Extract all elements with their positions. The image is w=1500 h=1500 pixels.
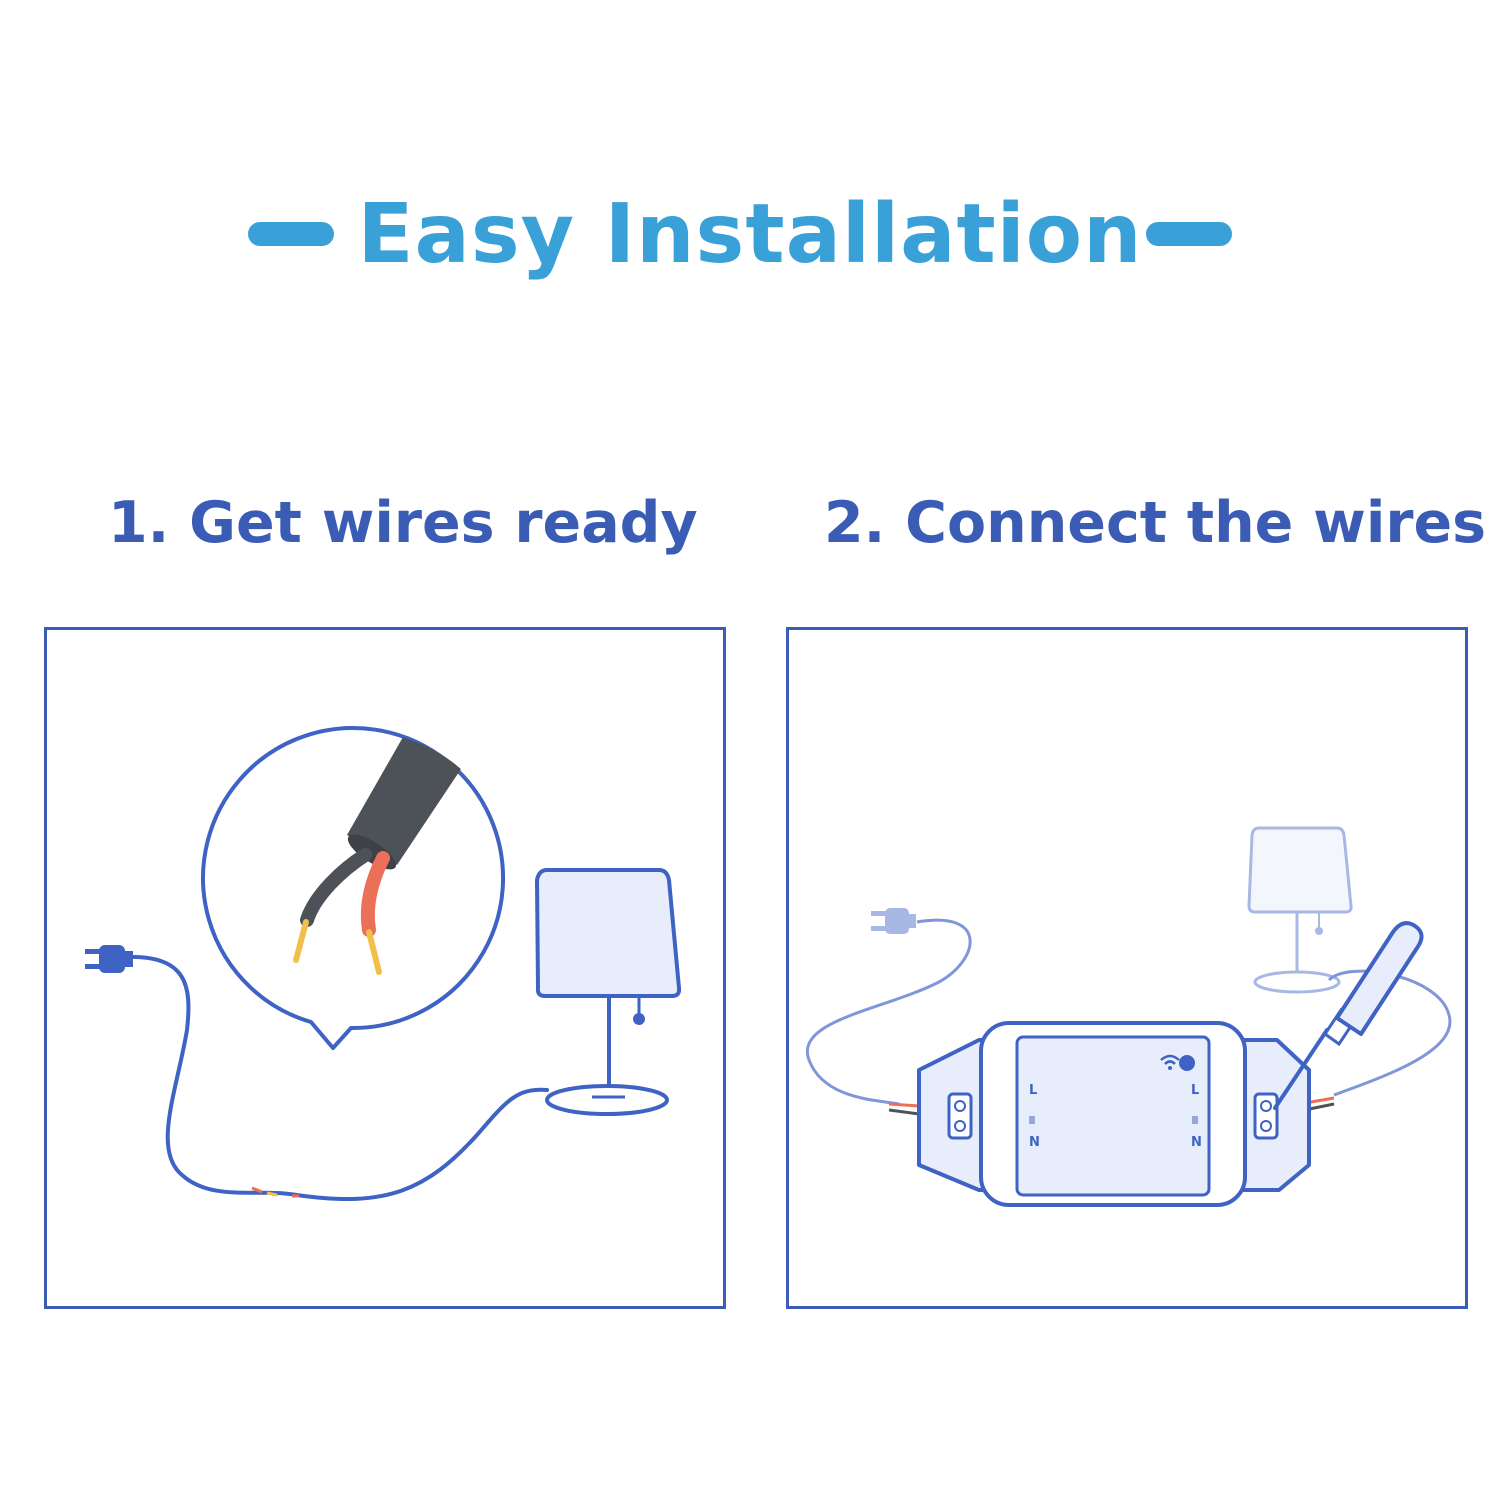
input-cord	[805, 918, 972, 1106]
step-2-title: 2. Connect the wires	[824, 490, 1487, 556]
right-terminal-screw-top	[1260, 1100, 1272, 1112]
step-2-panel: L N L N	[786, 627, 1468, 1309]
heading-left-bar	[248, 222, 334, 246]
right-terminal-screw-bottom	[1260, 1120, 1272, 1132]
lamp-pull-knob	[633, 1013, 645, 1025]
led-icon	[1179, 1055, 1195, 1071]
left-label-n: N	[1029, 1135, 1040, 1150]
plug-faded-icon	[871, 908, 916, 934]
left-terminal-screw-bottom	[954, 1120, 966, 1132]
left-label-l: L	[1029, 1083, 1037, 1098]
plug-icon	[85, 945, 133, 973]
zoom-bubble	[201, 726, 505, 1050]
gold-tip-1	[293, 919, 309, 963]
right-label-n: N	[1191, 1135, 1202, 1150]
red-wire	[360, 851, 390, 937]
heading-title: Easy Installation	[357, 187, 1143, 282]
step-2-illustration: L N L N	[805, 826, 1452, 1207]
output-cord	[1327, 969, 1452, 1097]
cable-sheath	[347, 732, 487, 865]
cable-closeup	[293, 732, 487, 975]
left-label-mark	[1029, 1116, 1035, 1124]
gold-tip-2	[366, 929, 382, 975]
switch-faceplate	[1015, 1035, 1211, 1197]
right-label-mark	[1192, 1116, 1198, 1124]
lamp-faded	[1247, 826, 1353, 994]
power-cord	[123, 954, 549, 1202]
screwdriver-icon	[1273, 921, 1424, 1110]
left-terminal-screw-top	[954, 1100, 966, 1112]
grey-wire	[300, 848, 372, 927]
wifi-icon	[1160, 1054, 1180, 1070]
cut-marks	[251, 1186, 299, 1198]
lamp-shade	[535, 868, 682, 998]
heading-right-bar	[1146, 222, 1232, 246]
step-1-illustration	[85, 726, 682, 1202]
step-1-panel	[44, 627, 726, 1309]
lamp-base	[545, 1084, 669, 1116]
cut-gap-gold	[266, 1191, 278, 1197]
step-1-title: 1. Get wires ready	[108, 490, 698, 556]
right-label-l: L	[1191, 1083, 1199, 1098]
